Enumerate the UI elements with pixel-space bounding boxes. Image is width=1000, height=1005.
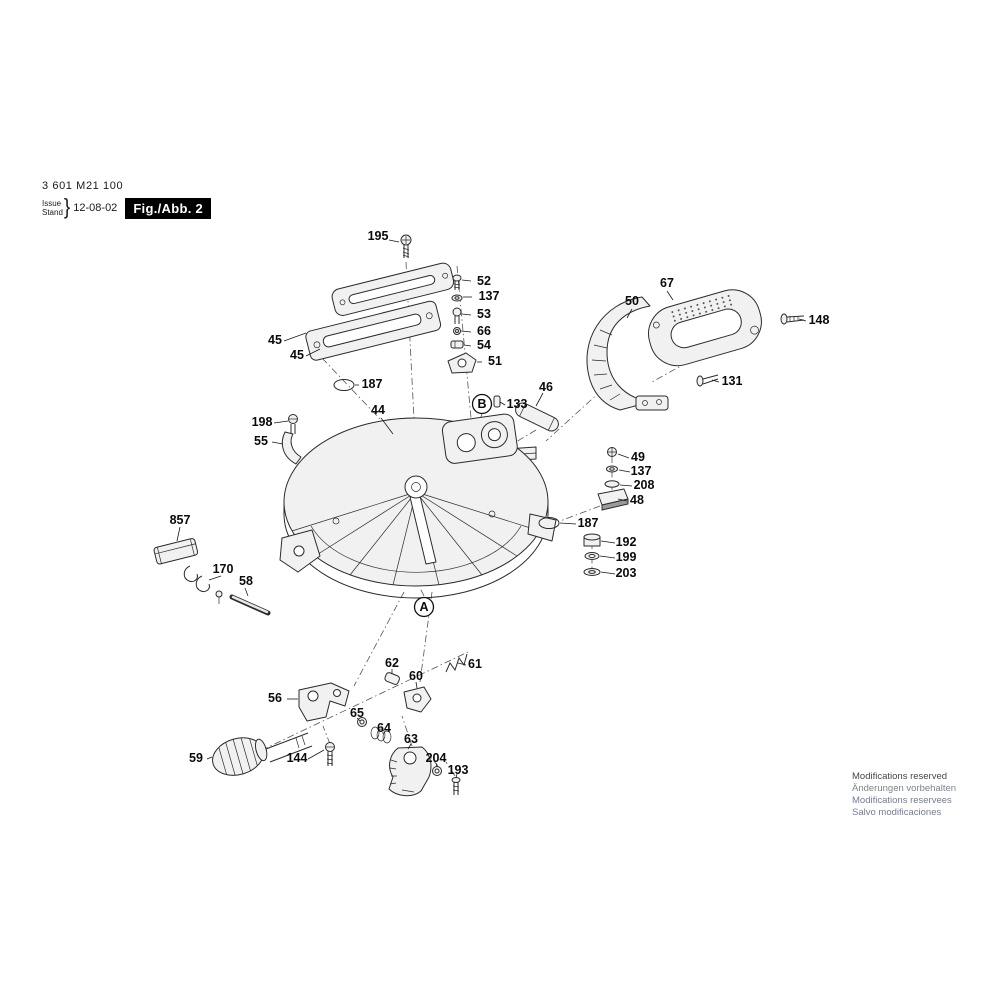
part-label-137: 137 [479, 289, 500, 303]
fastener-stack-right [597, 447, 629, 511]
footer-line: Modifications reservees [852, 794, 952, 806]
callout-B: B [471, 393, 493, 415]
pin-133 [493, 395, 501, 408]
footer-line: Änderungen vorbehalten [852, 782, 957, 794]
part-label-48: 48 [630, 493, 644, 507]
part-label-187: 187 [362, 377, 383, 391]
part-label-55: 55 [254, 434, 268, 448]
rod-58 [229, 594, 271, 616]
leader-lines [176, 239, 807, 779]
screw-193 [451, 777, 461, 783]
pivot-block [441, 413, 518, 464]
screw-198 [288, 414, 298, 434]
throat-plates-45 [305, 262, 455, 361]
part-label-56: 56 [268, 691, 282, 705]
figure-label-box: Fig./Abb. 2 [125, 197, 212, 219]
part-label-170: 170 [213, 562, 234, 576]
clip-54 [450, 340, 464, 349]
part-label-61: 61 [468, 657, 482, 671]
handle-67 [648, 289, 762, 367]
svg-text:A: A [419, 600, 428, 614]
part-label-198: 198 [252, 415, 273, 429]
screw-131 [696, 374, 719, 387]
part-label-62: 62 [385, 656, 399, 670]
pin-62 [384, 672, 400, 685]
labels-layer: 1955213753665451454518744198551334650671… [170, 229, 830, 777]
cap-192 [583, 533, 601, 541]
type-number: 3 601 M21 100 [42, 180, 124, 192]
stand-label: Stand [42, 208, 63, 217]
part-label-53: 53 [477, 307, 491, 321]
part-label-46: 46 [539, 380, 553, 394]
o-ring-187-left [333, 379, 355, 391]
part-label-857: 857 [170, 513, 191, 527]
part-label-50: 50 [625, 294, 639, 308]
screw-53 [452, 307, 462, 317]
part-label-144: 144 [287, 751, 308, 765]
spring-61 [445, 653, 468, 673]
part-label-60: 60 [409, 669, 423, 683]
pad-857 [153, 538, 199, 565]
brace-glyph: } [63, 195, 71, 220]
screw-52 [452, 274, 462, 282]
part-label-208: 208 [634, 478, 655, 492]
clips-170 [183, 565, 223, 604]
roller-46 [515, 402, 559, 432]
part-label-193: 193 [448, 763, 469, 777]
part-label-131: 131 [722, 374, 743, 388]
part-label-192: 192 [616, 535, 637, 549]
svg-text:B: B [477, 397, 486, 411]
lever-55 [281, 431, 302, 465]
spring-64 [370, 726, 380, 740]
part-label-195: 195 [368, 229, 389, 243]
part-label-54: 54 [477, 338, 491, 352]
footer-line: Modifications reserved [852, 771, 948, 782]
fastener-column [447, 274, 477, 374]
washer-208 [604, 480, 620, 488]
part-label-66: 66 [477, 324, 491, 338]
part-label-59: 59 [189, 751, 203, 765]
part-label-187: 187 [578, 516, 599, 530]
issue-label: Issue [42, 198, 62, 208]
part-label-204: 204 [426, 751, 447, 765]
part-label-148: 148 [809, 313, 830, 327]
knob-59 [212, 737, 268, 776]
blade-guard-50 [586, 296, 669, 411]
screw-148 [780, 313, 805, 325]
clamp-assembly [212, 653, 468, 797]
part-label-65: 65 [350, 706, 364, 720]
issue-row: Issue Stand } 12-08-02 Fig./Abb. 2 [42, 195, 212, 220]
bushing-stack [583, 533, 601, 576]
part-label-203: 203 [616, 566, 637, 580]
part-label-137: 137 [631, 464, 652, 478]
part-label-45: 45 [290, 348, 304, 362]
part-label-199: 199 [616, 550, 637, 564]
part-label-51: 51 [488, 354, 502, 368]
part-label-58: 58 [239, 574, 253, 588]
part-label-67: 67 [660, 276, 674, 290]
clamp-63 [388, 746, 432, 797]
callout-A: A [413, 596, 435, 618]
part-label-133: 133 [507, 397, 528, 411]
part-label-64: 64 [377, 721, 391, 735]
grip-texture [671, 294, 733, 322]
o-ring-187-right [538, 517, 560, 529]
footer-line: Salvo modificaciones [852, 806, 942, 818]
part-label-45: 45 [268, 333, 282, 347]
part-label-44: 44 [371, 403, 385, 417]
issue-stand-labels: Issue Stand [42, 199, 63, 217]
part-label-63: 63 [404, 732, 418, 746]
part-label-52: 52 [477, 274, 491, 288]
screw-195 [400, 234, 412, 258]
yoke-56 [298, 682, 350, 722]
part-label-49: 49 [631, 450, 645, 464]
issue-date: 12-08-02 [73, 202, 118, 214]
drawing-header: 3 601 M21 100 Issue Stand } 12-08-02 Fig… [42, 180, 212, 220]
